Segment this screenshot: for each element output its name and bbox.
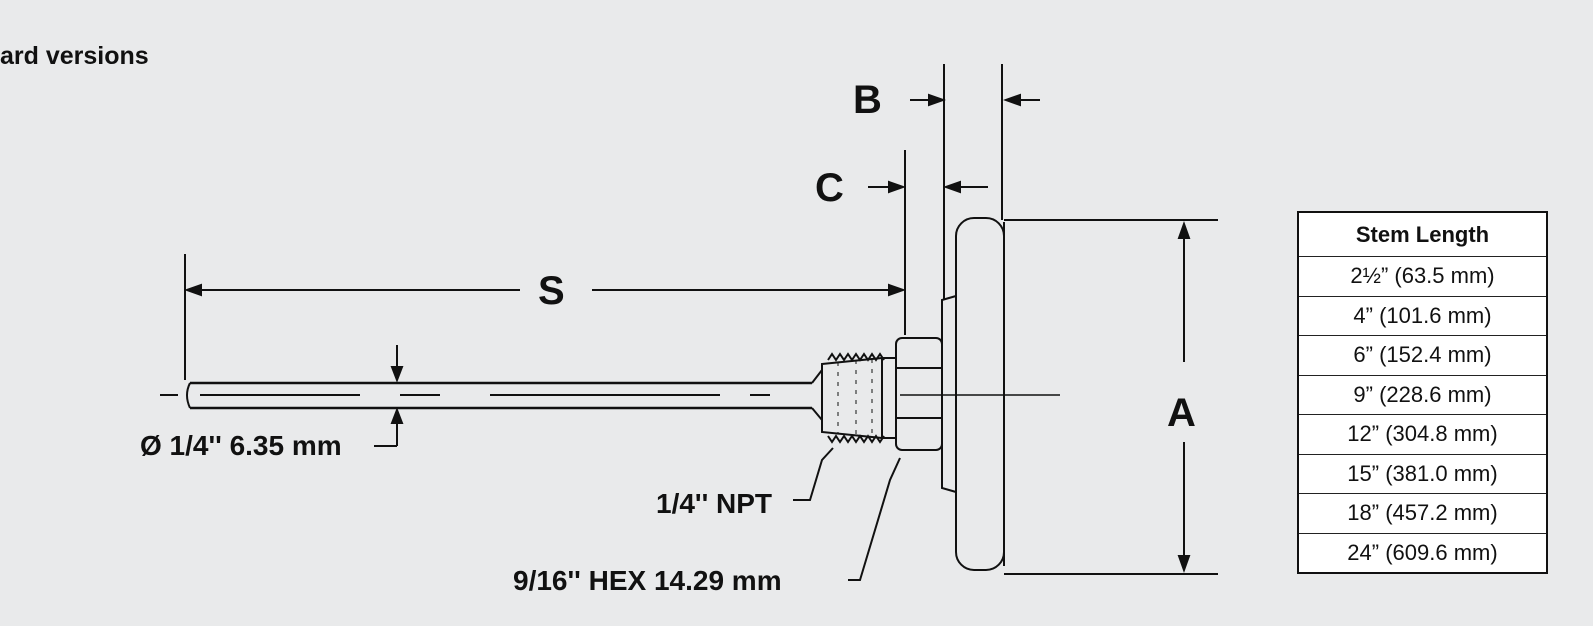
dimension-s — [184, 150, 906, 380]
section-heading: ard versions — [0, 42, 149, 70]
hex-leader — [848, 457, 901, 581]
stem-length-row: 12” (304.8 mm) — [1297, 414, 1548, 455]
dimension-b — [910, 64, 1040, 220]
stem-length-header: Stem Length — [1297, 211, 1548, 257]
stem-length-row: 4” (101.6 mm) — [1297, 295, 1548, 336]
dimension-label-b: B — [853, 78, 882, 122]
dial-case — [941, 217, 1005, 571]
stem — [160, 369, 823, 421]
dimension-label-c: C — [815, 166, 844, 210]
npt-thread — [821, 352, 885, 444]
stem-length-row: 2½” (63.5 mm) — [1297, 256, 1548, 297]
stem-length-row: 15” (381.0 mm) — [1297, 453, 1548, 494]
hex-nut — [882, 337, 943, 451]
stem-length-row: 6” (152.4 mm) — [1297, 335, 1548, 376]
diameter-marker — [374, 345, 404, 447]
stem-length-row: 18” (457.2 mm) — [1297, 493, 1548, 534]
npt-leader — [793, 447, 834, 501]
stem-length-table: Stem Length 2½” (63.5 mm) 4” (101.6 mm) … — [1297, 211, 1548, 574]
npt-callout: 1/4'' NPT — [656, 488, 772, 519]
dimension-c — [868, 64, 988, 300]
diameter-callout: Ø 1/4'' 6.35 mm — [140, 430, 342, 461]
hex-callout: 9/16'' HEX 14.29 mm — [513, 565, 782, 596]
stem-length-row: 24” (609.6 mm) — [1297, 532, 1548, 574]
dimension-label-a: A — [1167, 391, 1196, 435]
dimension-a — [1004, 219, 1218, 575]
dimension-label-s: S — [538, 269, 565, 313]
stem-length-row: 9” (228.6 mm) — [1297, 374, 1548, 415]
